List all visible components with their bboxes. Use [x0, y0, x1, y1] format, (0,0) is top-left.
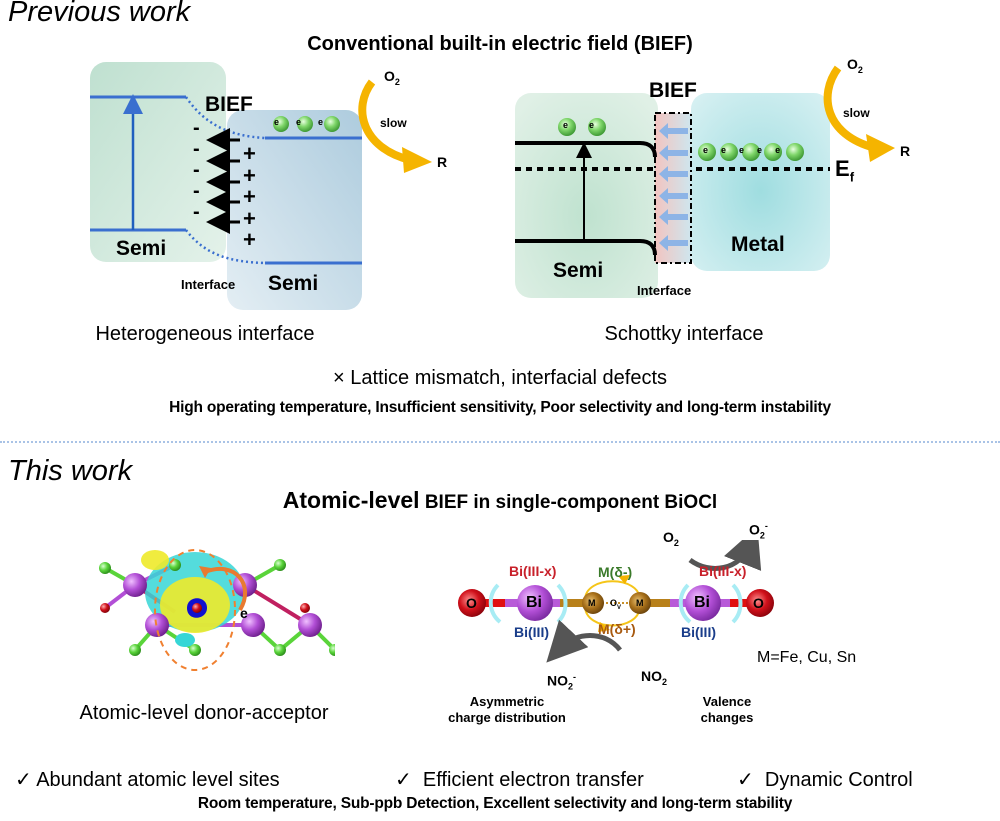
- schottky-interface-diagram: [515, 65, 895, 298]
- chain-m-right-label: M: [636, 598, 644, 608]
- electrons-hetero: [273, 116, 340, 132]
- interface-region: [654, 112, 692, 264]
- electron-labels-metal: eeeee: [703, 145, 794, 155]
- caption-donor-acceptor: Atomic-level donor-acceptor: [79, 702, 329, 724]
- schottky-vb-band: [515, 239, 657, 256]
- heading-atomic-bief: Atomic-level BIEF in single-component Bi…: [282, 487, 718, 513]
- slow-label-hetero: slow: [380, 116, 407, 130]
- metal-list-label: M=Fe, Cu, Sn: [757, 649, 857, 666]
- bi-oxidized-label-right: Bi(III): [681, 624, 716, 640]
- m-delta-minus-label: M(δ-): [598, 564, 633, 580]
- positive-charges: +++++: [243, 141, 256, 252]
- limitations-text: High operating temperature, Insufficient…: [169, 399, 831, 416]
- interface-label-hetero: Interface: [181, 277, 236, 292]
- o2-reduction-arrow: [688, 540, 762, 572]
- schottky-semi-label: Semi: [553, 259, 604, 282]
- schottky-cb-band: [515, 141, 657, 158]
- electron-label-da: e: [240, 605, 248, 621]
- right-semi-label: Semi: [268, 272, 319, 295]
- field-arrows: [206, 128, 240, 234]
- bi-reduced-label-left: Bi(III-x): [509, 563, 557, 579]
- bief-label-schottky: BIEF: [649, 79, 697, 102]
- slow-reaction-arrow: [358, 79, 412, 164]
- heterogeneous-interface-diagram: [90, 62, 432, 310]
- bi-reduced-label-right: Bi(III-x): [699, 563, 747, 579]
- chain-bi-right-label: Bi: [694, 594, 710, 611]
- fermi-level-label: Ef: [835, 156, 855, 185]
- check-icon: ✓: [15, 769, 32, 791]
- atom-bi-right: [685, 585, 721, 621]
- section-title-previous: Previous work: [8, 0, 191, 28]
- r-label-hetero: R: [437, 154, 448, 170]
- benefits-text: Room temperature, Sub-ppb Detection, Exc…: [197, 795, 793, 812]
- section-divider: [0, 441, 1000, 443]
- electron-labels-schottky-semi: ee: [563, 120, 616, 130]
- caption-schottky: Schottky interface: [604, 323, 764, 345]
- donor-acceptor-ellipse: [154, 549, 236, 671]
- o2-label-this-work: O2: [663, 529, 679, 548]
- chain-m-left-label: M: [588, 598, 596, 608]
- electron-labels-hetero: eee: [274, 117, 341, 127]
- atom-m-right: [629, 592, 651, 614]
- slow-label-schottky: slow: [843, 106, 870, 120]
- no2-label: NO2: [641, 668, 668, 687]
- no2-reduction-arrow: [546, 619, 622, 663]
- donor-acceptor-structure: [99, 549, 335, 671]
- atom-o-left: [458, 589, 486, 617]
- chain-o-left-label: O: [466, 595, 477, 611]
- atom-bi-left: [517, 585, 553, 621]
- o2-label-hetero: O2: [384, 68, 400, 87]
- oxygen-vacancy-label: OV: [610, 598, 622, 611]
- chain-o-right-label: O: [753, 595, 764, 611]
- m-delta-plus-label: M(δ+): [598, 621, 636, 637]
- left-semi-block: [90, 62, 226, 262]
- no2-minus-label: NO2-: [547, 672, 577, 692]
- bi-oxidized-label-left: Bi(III): [514, 624, 549, 640]
- o2-superoxide-label: O2-: [749, 521, 768, 541]
- right-semi-block: [227, 110, 362, 310]
- drawback-text: × Lattice mismatch, interfacial defects: [332, 367, 668, 389]
- r-label-schottky: R: [900, 143, 911, 159]
- o2-label-schottky: O2: [847, 56, 863, 75]
- advantage-1: ✓ Abundant atomic level sites: [15, 769, 280, 791]
- check-icon: ✓: [395, 769, 412, 791]
- slow-reaction-arrow-schottky: [823, 65, 877, 152]
- bief-label-hetero: BIEF: [205, 93, 253, 116]
- chain-bi-left-label: Bi: [526, 594, 542, 611]
- left-semi-label: Semi: [116, 237, 167, 260]
- atomic-chain-diagram: [458, 540, 774, 663]
- interface-field-arrows: [659, 123, 688, 251]
- interface-label-schottky: Interface: [637, 283, 692, 298]
- caption-heterogeneous: Heterogeneous interface: [95, 323, 315, 345]
- metal-block: [691, 93, 830, 271]
- section-title-this-work: This work: [8, 455, 133, 487]
- electrons-schottky: [558, 118, 804, 161]
- check-icon: ✓: [737, 769, 754, 791]
- metal-label: Metal: [731, 233, 785, 256]
- electron-transfer-arrow: [204, 566, 247, 612]
- atom-o-right: [746, 589, 774, 617]
- heading-conventional-bief: Conventional built-in electric field (BI…: [307, 33, 693, 55]
- negative-charges: -----: [193, 117, 200, 223]
- atom-m-left: [582, 592, 604, 614]
- advantage-3: ✓ Dynamic Control: [737, 769, 913, 791]
- advantage-2: ✓ Efficient electron transfer: [395, 769, 644, 791]
- cb-band-bending: [184, 96, 266, 140]
